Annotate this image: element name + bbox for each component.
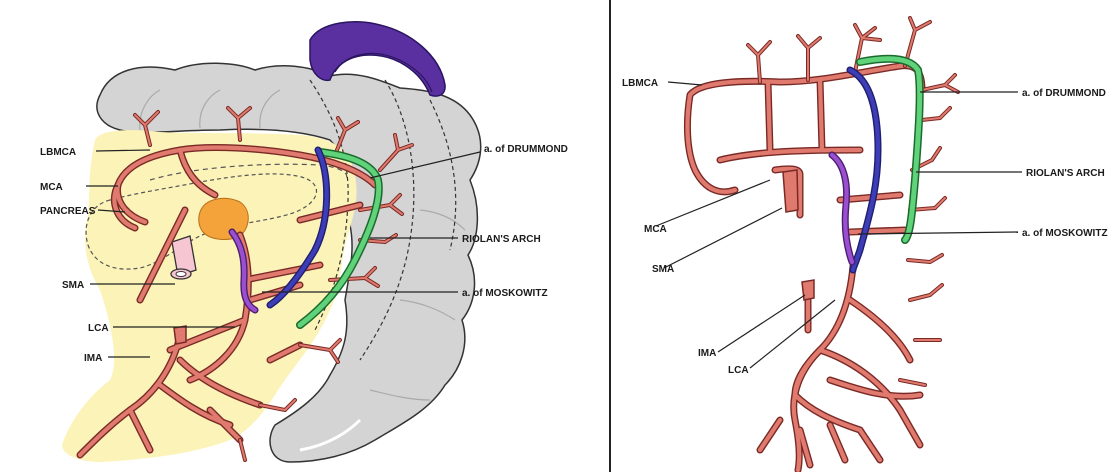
left-label-riolan: RIOLAN'S ARCH bbox=[462, 234, 541, 245]
right-label-lca: LCA bbox=[728, 365, 749, 376]
right-label-moskowitz: a. of MOSKOWITZ bbox=[1022, 228, 1108, 239]
left-label-mca: MCA bbox=[40, 182, 63, 193]
right-label-riolan: RIOLAN'S ARCH bbox=[1026, 168, 1105, 179]
right-label-lbmca: LBMCA bbox=[622, 78, 658, 89]
right-label-ima: IMA bbox=[698, 348, 716, 359]
right-label-sma: SMA bbox=[652, 264, 674, 275]
left-label-sma: SMA bbox=[62, 280, 84, 291]
left-label-pancreas: PANCREAS bbox=[40, 206, 96, 217]
right-panel: LBMCA MCA SMA IMA LCA a. of DRUMMOND RIO… bbox=[622, 18, 1108, 470]
left-label-lca: LCA bbox=[88, 323, 109, 334]
left-panel: LBMCA MCA PANCREAS SMA LCA IMA a. of DRU… bbox=[40, 22, 568, 462]
left-label-drummond: a. of DRUMMOND bbox=[484, 144, 568, 155]
right-label-mca: MCA bbox=[644, 224, 667, 235]
right-label-drummond: a. of DRUMMOND bbox=[1022, 88, 1106, 99]
left-label-lbmca: LBMCA bbox=[40, 147, 76, 158]
right-colon-outline bbox=[686, 66, 922, 292]
left-label-ima: IMA bbox=[84, 353, 102, 364]
left-label-moskowitz: a. of MOSKOWITZ bbox=[462, 288, 548, 299]
